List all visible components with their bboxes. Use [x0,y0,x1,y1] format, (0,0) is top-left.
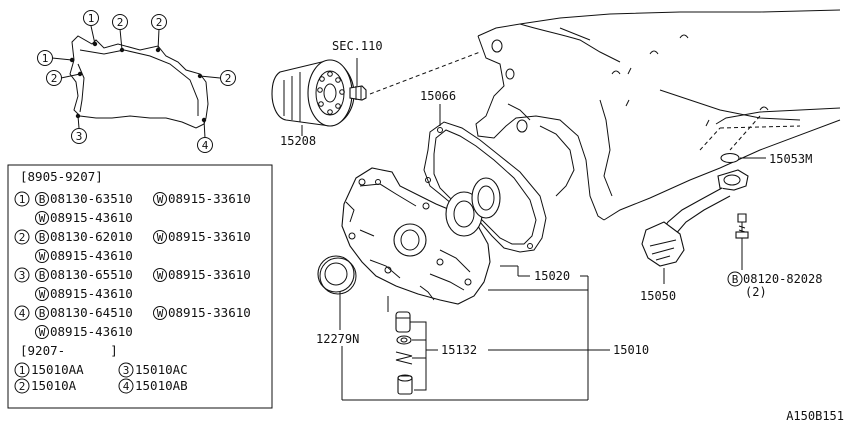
oil-strainer-15050: 15050 [640,169,749,303]
legend-row-1-washer-1: 08915-33610 [168,191,251,206]
gasket-15066: 15066 [420,89,547,253]
key-marker-2-top: 2 [117,16,124,29]
key-marker-2-right: 2 [225,72,232,85]
legend-part-1-code: 15010AA [31,362,84,377]
oil-pump-body [341,167,501,305]
engine-block [475,9,841,221]
key-marker-1-top: 1 [88,12,95,25]
legend-part-4-code: 15010AB [135,378,188,393]
legend-part-3-code: 15010AC [135,362,188,377]
oil-seal-12279N: 12279N [316,255,359,346]
callout-15066: 15066 [420,89,456,103]
callout-15208: 15208 [280,134,316,148]
legend-row-3-washer-2: 08915-43610 [50,286,133,301]
legend-row-2-washer-2: 08915-43610 [50,248,133,263]
legend-period-2: [9207- ] [20,343,118,358]
legend-row-3-number: 3 [19,269,26,282]
w-mark-icon: W [157,231,164,244]
callout-12279N: 12279N [316,332,359,346]
legend-part-3-number: 3 [123,364,130,377]
legend-row-1-number: 1 [19,193,26,206]
legend-part-4-number: 4 [123,380,130,393]
b-mark-icon: B [39,307,46,320]
legend-row-4-number: 4 [19,307,26,320]
assembly-leader-lines: 15020 [341,265,589,401]
o-ring-15053M: 15053M [720,152,812,166]
w-mark-icon: W [39,326,46,339]
legend-period-1: [8905-9207] [20,169,103,184]
legend-row-1-washer-2: 08915-43610 [50,210,133,225]
legend-row-4-washer-2: 08915-43610 [50,324,133,339]
w-mark-icon: W [39,250,46,263]
key-marker-4: 4 [202,139,209,152]
bolt-legend-table: [8905-9207] 1 B 08130-63510 W 08915-3361… [7,164,273,409]
callout-15010: 15010 [613,343,649,357]
legend-part-2-number: 2 [19,380,26,393]
callout-sec-110: SEC.110 [332,39,383,53]
b-mark-icon: B [39,193,46,206]
callout-15132: 15132 [441,343,477,357]
legend-row-2-washer-1: 08915-33610 [168,229,251,244]
legend-part-2-code: 15010A [31,378,77,393]
relief-valve-parts: 15132 15010 [395,311,649,395]
callout-15050: 15050 [640,289,676,303]
key-marker-2-top-right: 2 [156,16,163,29]
callout-bolt-08120-82028: 08120-82028 [743,272,822,286]
w-mark-icon: W [157,307,164,320]
w-mark-icon: W [39,212,46,225]
legend-row-4-bolt: 08130-64510 [50,305,133,320]
bolt-08120-82028: B 08120-82028 (2) [727,213,822,299]
oil-filter: 15208 [271,59,355,148]
legend-part-1-number: 1 [19,364,26,377]
key-marker-3: 3 [76,130,83,143]
legend-row-4-washer-1: 08915-33610 [168,305,251,320]
w-mark-icon: W [39,288,46,301]
legend-row-1-bolt: 08130-63510 [50,191,133,206]
key-marker-1-left: 1 [42,52,49,65]
callout-15020: 15020 [534,269,570,283]
key-marker-2-left: 2 [51,72,58,85]
w-mark-icon: W [157,269,164,282]
w-mark-icon: W [157,193,164,206]
b-mark-icon: B [39,231,46,244]
legend-row-3-washer-1: 08915-33610 [168,267,251,282]
callout-bolt-quantity: (2) [745,285,767,299]
filter-connector: SEC.110 [332,39,481,101]
legend-row-2-number: 2 [19,231,26,244]
bolt-location-key: 1 2 2 1 2 2 3 4 [37,10,236,153]
drawing-id: A150B151 [786,409,844,423]
callout-15053M: 15053M [769,152,812,166]
b-mark-icon: B [39,269,46,282]
legend-row-3-bolt: 08130-65510 [50,267,133,282]
b-mark-icon: B [732,273,739,286]
legend-row-2-bolt: 08130-62010 [50,229,133,244]
